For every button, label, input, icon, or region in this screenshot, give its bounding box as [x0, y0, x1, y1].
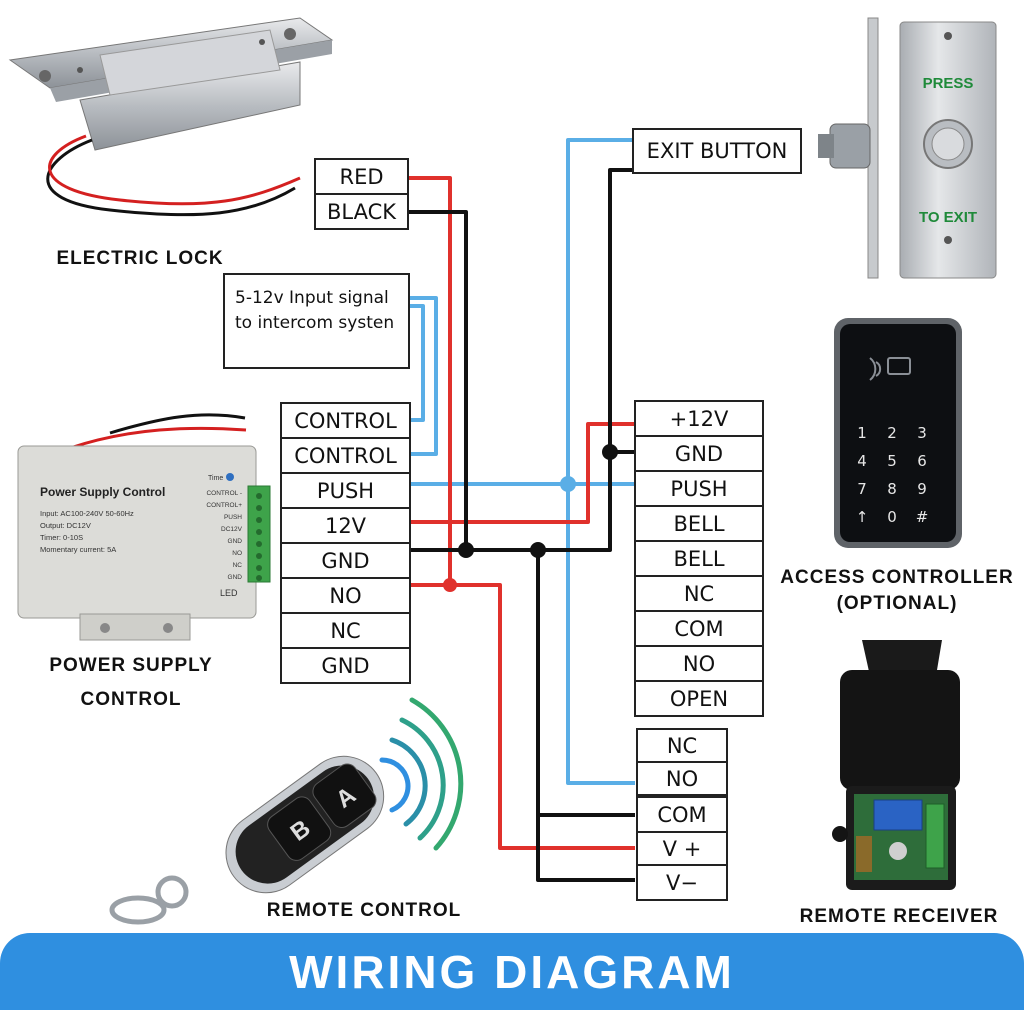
power-supply-image: Power Supply Control Input: AC100-240V 5…	[17, 413, 271, 641]
junction-dot	[443, 578, 457, 592]
ctrl-terminal-com: COM	[634, 610, 764, 647]
intercom-signal-note: 5-12v Input signal to intercom systen	[223, 273, 410, 369]
ctrl-terminal-12v: +12V	[634, 400, 764, 437]
power-terminal-nc: NC	[280, 612, 411, 649]
diagram-title: WIRING DIAGRAM	[289, 945, 735, 998]
power-terminal-push: PUSH	[280, 472, 411, 509]
psu-spec-2: Output: DC12V	[40, 521, 91, 530]
electric-lock-caption: ELECTRIC LOCK	[56, 248, 224, 269]
black-wire-lock	[408, 210, 468, 550]
psu-pin-6: NO	[232, 550, 242, 557]
psu-spec-3: Timer: 0-10S	[40, 533, 83, 542]
exit-plate-toexit-text: TO EXIT	[919, 209, 977, 226]
blue-wire-exit	[566, 138, 635, 785]
blue-wire-control-2	[410, 296, 438, 456]
ctrl-terminal-gnd: GND	[634, 435, 764, 472]
psu-spec-4: Momentary current: 5A	[40, 545, 116, 554]
psu-pin-2: CONTROL+	[206, 502, 242, 509]
key-hash: #	[916, 508, 929, 526]
ctrl-terminal-no: NO	[634, 645, 764, 682]
psu-pin-4: DC12V	[221, 526, 243, 533]
access-controller-caption: ACCESS CONTROLLER (OPTIONAL)	[766, 565, 1024, 617]
blue-wire-control-1	[410, 304, 425, 422]
electric-lock-image	[8, 17, 334, 217]
psu-pin-1: CONTROL -	[206, 490, 242, 497]
key-4: 4	[857, 452, 867, 470]
key-5: 5	[887, 452, 897, 470]
psu-timer-knob-icon	[226, 473, 234, 481]
rx-terminal-v-minus: V−	[636, 864, 728, 901]
remote-receiver-image	[832, 640, 960, 890]
exit-plate-press-text: PRESS	[923, 75, 974, 92]
key-2: 2	[887, 424, 897, 442]
remote-control-image: B A	[109, 697, 464, 925]
signal-wave-icon	[409, 697, 464, 851]
key-0: 0	[887, 508, 897, 526]
rx-terminal-nc: NC	[636, 728, 728, 763]
remote-control-caption: REMOTE CONTROL	[266, 900, 462, 921]
power-terminal-12v: 12V	[280, 507, 411, 544]
signal-wave-icon	[399, 717, 446, 841]
psu-pin-8: GND	[228, 574, 243, 581]
power-supply-caption-line-1: POWER SUPPLY	[49, 655, 213, 676]
ctrl-terminal-open: OPEN	[634, 680, 764, 717]
psu-led-label: LED	[220, 588, 238, 598]
power-terminal-gnd-2: GND	[280, 647, 411, 684]
ctrl-terminal-bell-1: BELL	[634, 505, 764, 542]
exit-button-image: PRESS TO EXIT	[818, 17, 997, 279]
signal-wave-icon	[379, 757, 411, 813]
psu-pin-7: NC	[233, 562, 243, 569]
ctrl-terminal-nc: NC	[634, 575, 764, 612]
lock-terminal-red: RED	[314, 158, 409, 195]
key-9: 9	[917, 480, 927, 498]
remote-receiver-caption: REMOTE RECEIVER	[799, 906, 999, 927]
access-controller-caption-line-1: ACCESS CONTROLLER	[780, 567, 1014, 588]
psu-title: Power Supply Control	[40, 485, 165, 499]
junction-dot	[560, 476, 576, 492]
ctrl-terminal-bell-2: BELL	[634, 540, 764, 577]
power-supply-caption-line-2: CONTROL	[80, 689, 182, 710]
rx-terminal-no: NO	[636, 761, 728, 796]
access-controller-caption-line-2: (OPTIONAL)	[836, 593, 958, 614]
exit-button-label: EXIT BUTTON	[632, 128, 802, 174]
black-wire-v	[536, 815, 635, 882]
title-banner: WIRING DIAGRAM	[0, 933, 1024, 1010]
power-terminal-gnd: GND	[280, 542, 411, 579]
access-controller-image: 1 2 3 4 5 6 7 8 9 ↑ 0 #	[834, 318, 962, 548]
psu-spec-1: Input: AC100-240V 50-60Hz	[40, 509, 134, 518]
power-terminal-no: NO	[280, 577, 411, 614]
key-8: 8	[887, 480, 897, 498]
rx-terminal-v-plus: V +	[636, 831, 728, 866]
black-wire-gnd	[410, 168, 632, 552]
psu-pin-3: PUSH	[224, 514, 242, 521]
key-bell: ↑	[856, 508, 869, 526]
junction-dot	[602, 444, 618, 460]
key-3: 3	[917, 424, 927, 442]
power-terminal-control-2: CONTROL	[280, 437, 411, 474]
psu-timer-label: Time	[208, 475, 223, 482]
rx-terminal-com: COM	[636, 796, 728, 833]
black-wire-com	[536, 550, 635, 817]
ctrl-terminal-push: PUSH	[634, 470, 764, 507]
psu-pin-5: GND	[228, 538, 243, 545]
junction-dot	[530, 542, 546, 558]
rfid-icon	[869, 357, 911, 381]
red-wire-12v	[410, 422, 635, 524]
key-1: 1	[857, 424, 867, 442]
key-6: 6	[917, 452, 927, 470]
power-supply-caption: POWER SUPPLY CONTROL	[20, 653, 242, 713]
lock-terminal-black: BLACK	[314, 193, 409, 230]
power-terminal-control-1: CONTROL	[280, 402, 411, 439]
junction-dot	[458, 542, 474, 558]
key-7: 7	[857, 480, 867, 498]
signal-wave-icon	[389, 737, 428, 827]
